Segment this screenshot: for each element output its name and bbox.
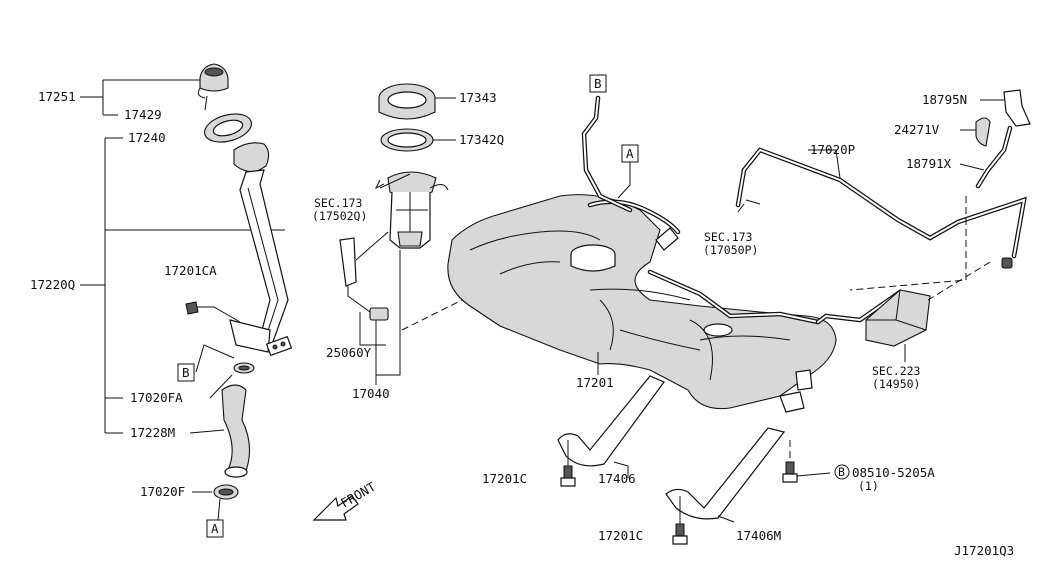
label-sec223-sub: (14950): [872, 377, 920, 391]
connector-a-bottom: [206, 519, 224, 538]
lock-ring: [378, 83, 456, 120]
filler-gasket: [204, 113, 252, 143]
label-17240: 17240: [128, 130, 166, 145]
label-sec173-b-sub: (17050P): [703, 243, 758, 257]
label-17020f: 17020F: [140, 484, 185, 499]
label-25060y: 25060Y: [326, 345, 372, 360]
connector-a-top: [621, 144, 639, 163]
connector-a-bottom-label: A: [211, 521, 219, 536]
pump-seal: [380, 128, 456, 152]
label-17220q: 17220Q: [30, 277, 75, 292]
label-17201c-b: 17201C: [598, 528, 643, 543]
label-08510: 08510-5205A: [852, 465, 935, 480]
connector-b-top: [589, 74, 607, 93]
connector-b-left: [177, 363, 195, 382]
label-17342q: 17342Q: [459, 132, 504, 147]
label-17406: 17406: [598, 471, 636, 486]
label-sec173-a: SEC.173: [314, 196, 363, 210]
hose-clamp-upper: [209, 362, 255, 399]
label-sec173-a-sub: (17502Q): [312, 209, 367, 223]
label-08510-prefix: B: [838, 465, 845, 479]
diagram-id: J17201Q3: [954, 543, 1014, 558]
callout-labels: 17251 17429 17240 17220Q 17201CA 17020FA…: [30, 89, 1014, 558]
label-17020p: 17020P: [810, 142, 855, 157]
tank-strap-17406: [557, 375, 665, 478]
circled-b-marker: [834, 464, 850, 480]
connector-markers: B A B A: [177, 74, 639, 538]
fuel-filler-assembly: [80, 63, 293, 521]
label-17201c-a: 17201C: [482, 471, 527, 486]
fuel-tank-assembly: [447, 194, 837, 413]
front-arrow: [312, 495, 359, 521]
bolt-17201ca: [185, 301, 241, 323]
filler-breather-pipe: [581, 95, 633, 213]
vent-fittings: [849, 89, 1031, 291]
connector-b-top-label: B: [594, 76, 602, 91]
filler-hose: [189, 384, 251, 478]
fuel-level-sender: [339, 231, 389, 346]
label-17343: 17343: [459, 90, 497, 105]
label-08510-qty: (1): [858, 479, 879, 493]
label-18795n: 18795N: [922, 92, 967, 107]
hose-clamp-lower: [192, 484, 239, 521]
filler-neck-pipe: [229, 142, 293, 357]
label-18791x: 18791X: [906, 156, 952, 171]
label-17020fa: 17020FA: [130, 390, 183, 405]
filler-cap: [197, 63, 229, 111]
label-17251: 17251: [38, 89, 76, 104]
connector-b-left-label: B: [182, 365, 190, 380]
label-sec173-b: SEC.173: [704, 230, 753, 244]
label-17429: 17429: [124, 107, 162, 122]
label-24271v: 24271V: [894, 122, 940, 137]
evap-vent-line: [735, 147, 1027, 325]
label-17201ca: 17201CA: [164, 263, 217, 278]
label-sec223: SEC.223: [872, 364, 921, 378]
front-label: FRONT: [338, 479, 378, 511]
pump-body: [374, 171, 449, 249]
connector-a-top-label: A: [626, 146, 634, 161]
tank-strap-17406M: [665, 427, 786, 526]
label-17201: 17201: [576, 375, 614, 390]
label-17040: 17040: [352, 386, 390, 401]
charcoal-canister: [865, 261, 991, 362]
strap-bolts: [560, 440, 831, 545]
fuel-pump-module: [339, 83, 471, 385]
label-17406m: 17406M: [736, 528, 781, 543]
label-17228m: 17228M: [130, 425, 175, 440]
